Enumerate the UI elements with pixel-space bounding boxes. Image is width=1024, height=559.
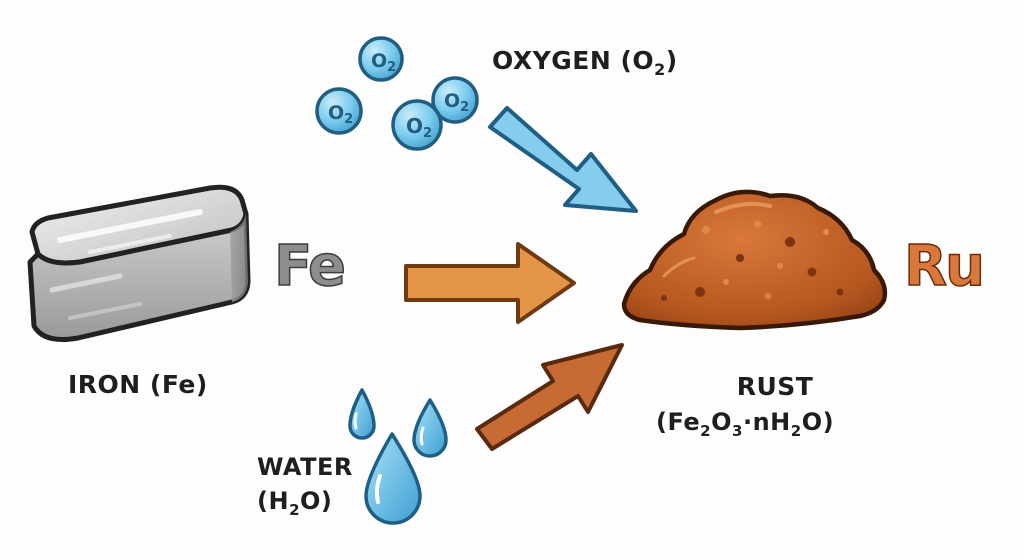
svg-text:O2: O2 <box>406 114 432 141</box>
oxygen-label-close: ) <box>665 46 678 75</box>
oxygen-molecule-icon: O2 <box>358 36 404 82</box>
rust-formula-subscript: 3 <box>732 421 743 440</box>
oxygen-molecules: O2 O2 O2 O2 <box>315 36 479 151</box>
water-label: WATER (H2O) <box>257 450 353 527</box>
rust-formula-part: ·nH <box>742 408 791 436</box>
iron-bar-icon <box>27 184 251 342</box>
water-drop-icon <box>348 388 376 440</box>
oxygen-label: OXYGEN (O2) <box>492 46 678 79</box>
rust-formula-part: O) <box>801 408 835 436</box>
iron-symbol: Fe <box>273 233 346 300</box>
rust-label: RUST <box>736 372 814 401</box>
oxygen-molecule-icon: O2 O2 <box>391 76 479 151</box>
svg-text:O2: O2 <box>328 102 353 127</box>
iron-arrow <box>404 242 576 324</box>
svg-text:O2: O2 <box>371 50 396 75</box>
rust-formula: (Fe2O3·nH2O) <box>656 408 834 440</box>
water-drops <box>348 388 448 525</box>
oxygen-arrow <box>488 106 638 213</box>
rust-pile-icon <box>621 189 888 331</box>
rust-formula-part: O <box>711 408 733 436</box>
water-drop-icon <box>364 432 422 525</box>
rust-symbol: Ru <box>903 233 986 300</box>
water-label-line1: WATER <box>257 453 353 481</box>
water-arrow <box>475 343 624 451</box>
rust-formula-subscript: 2 <box>700 421 712 440</box>
rust-formula-part: (Fe <box>656 408 701 436</box>
water-label-open: (H <box>257 487 290 515</box>
water-drop-icon <box>412 398 448 458</box>
water-label-line2: (H2O) <box>257 484 353 527</box>
oxygen-label-subscript: 2 <box>654 60 666 79</box>
oxygen-label-text: OXYGEN (O <box>492 46 655 75</box>
water-label-close: O) <box>300 487 333 515</box>
iron-label: IRON (Fe) <box>68 370 208 399</box>
rust-formula-subscript: 2 <box>790 421 802 440</box>
svg-text:O2: O2 <box>444 90 469 115</box>
oxygen-molecule-icon: O2 <box>315 87 363 135</box>
water-label-subscript: 2 <box>289 500 300 519</box>
